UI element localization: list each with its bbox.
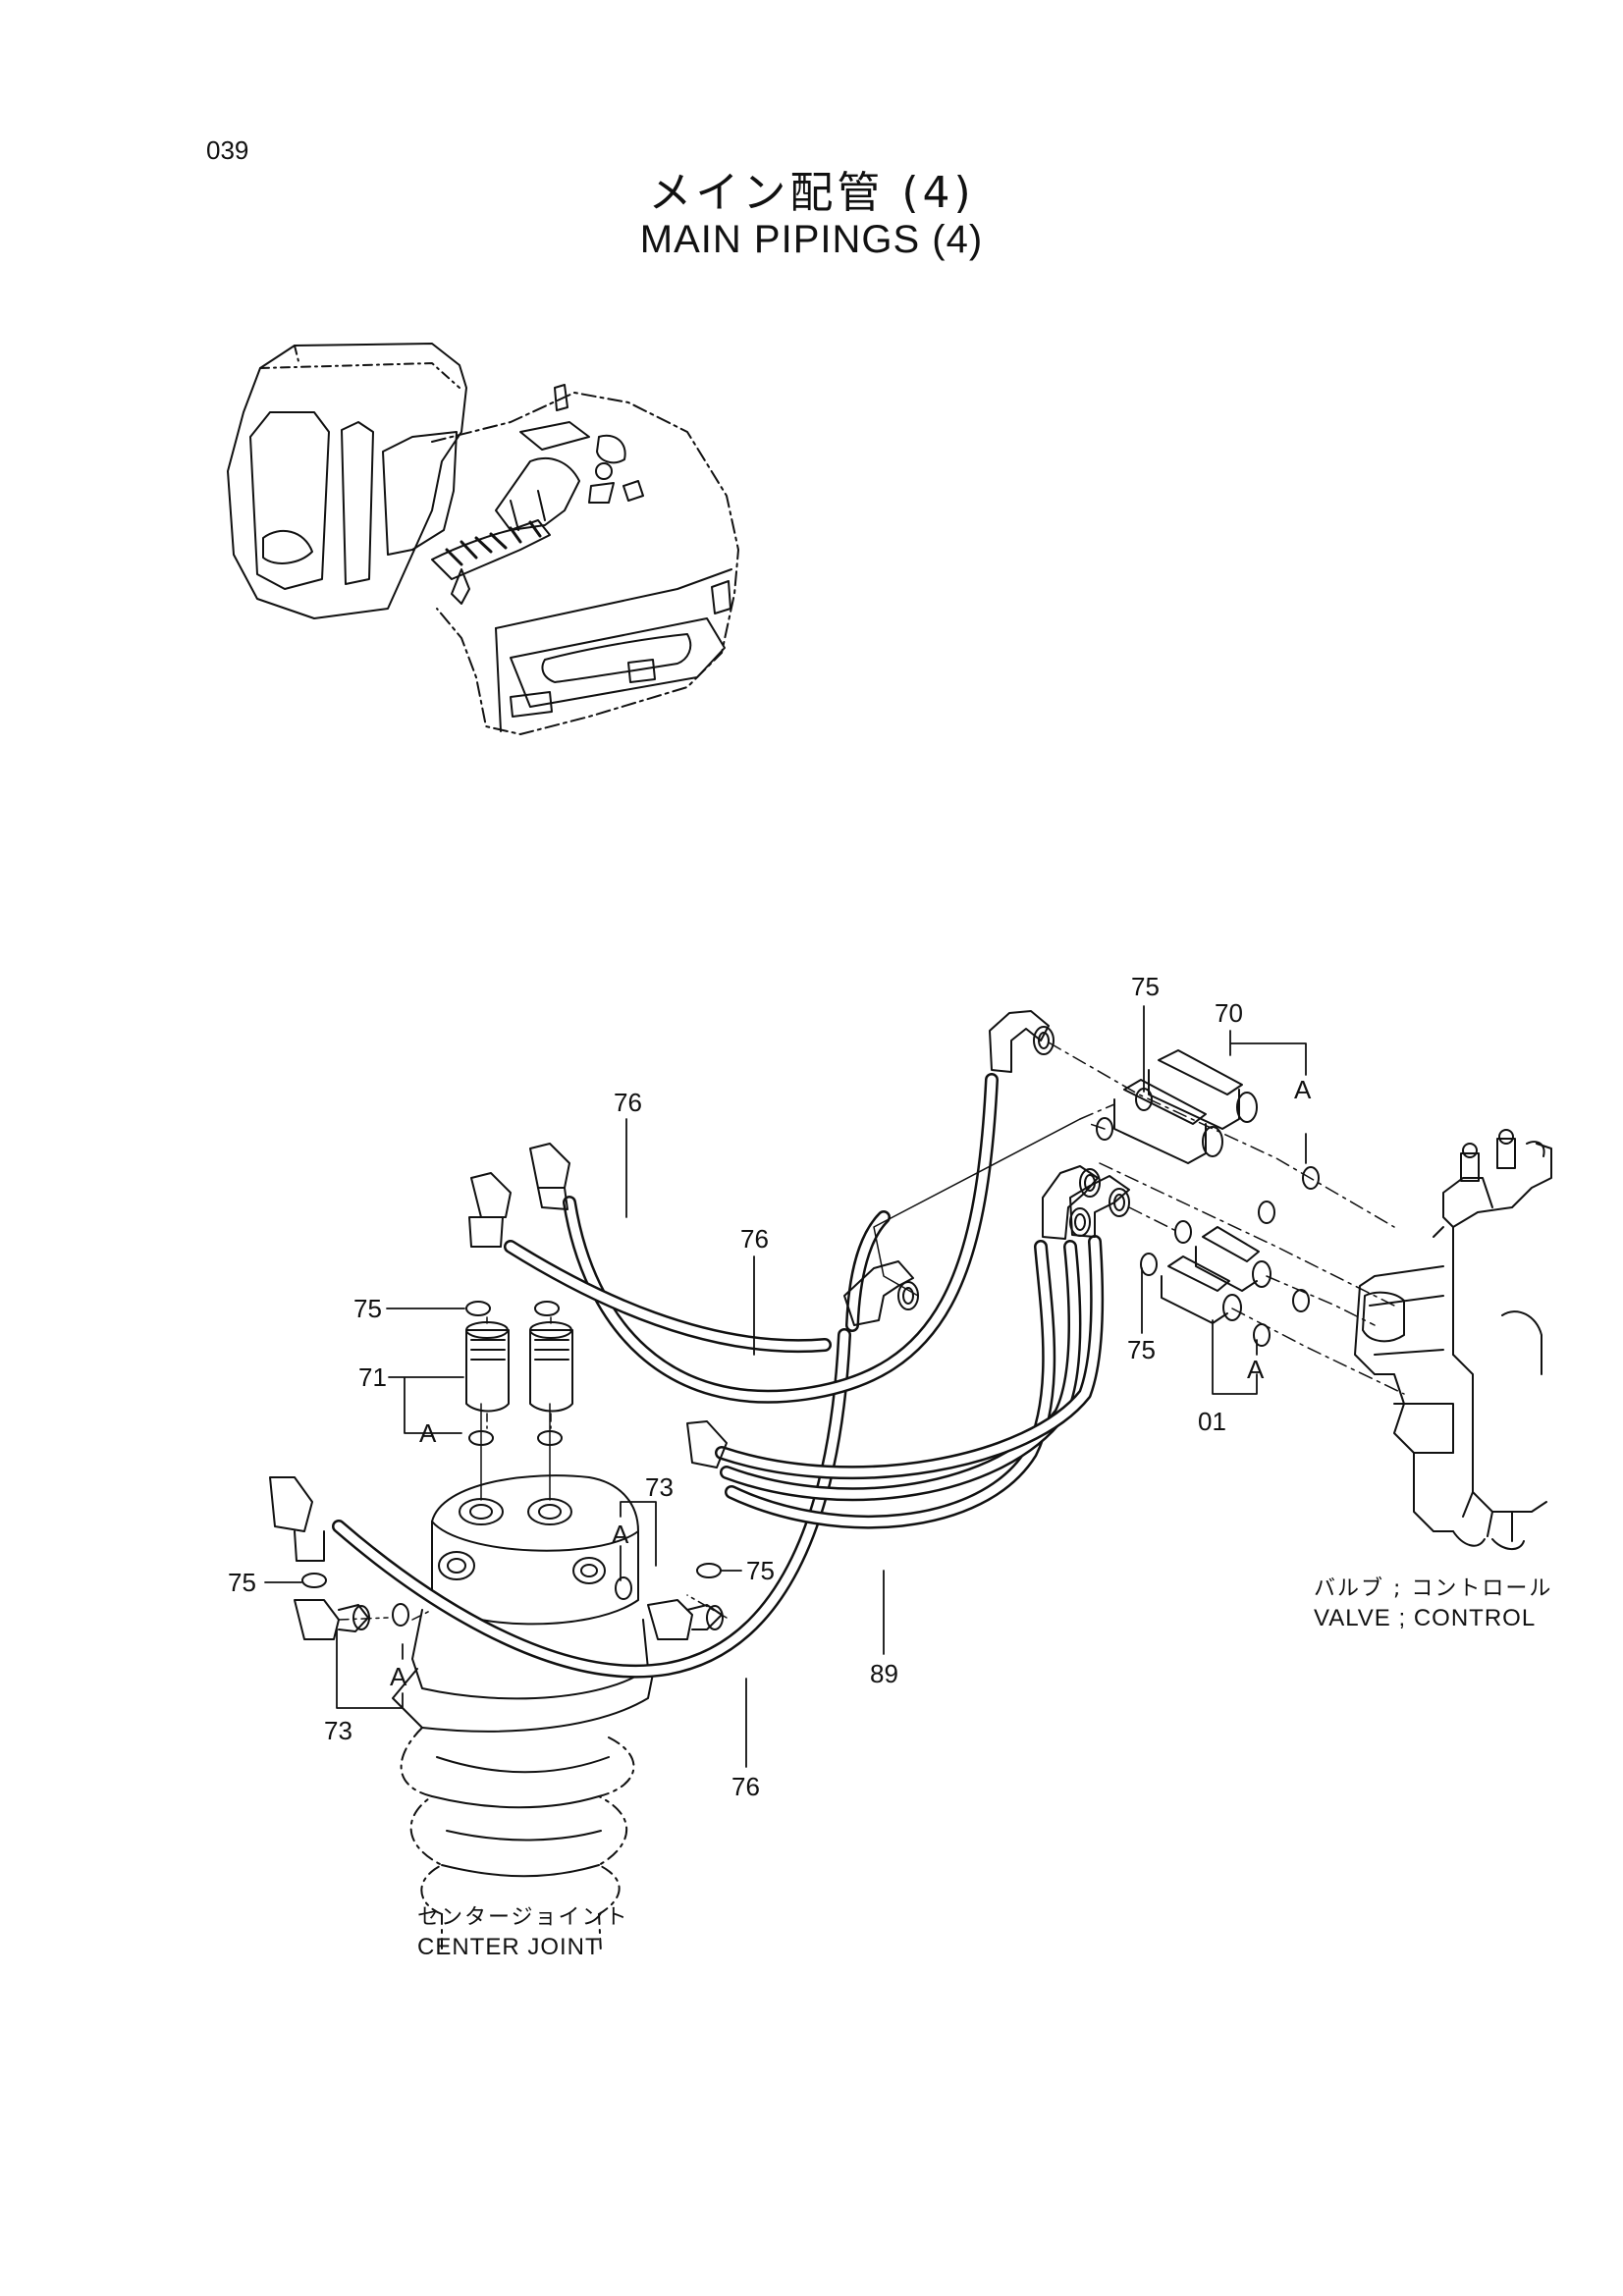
adapters-70-01 [1114,1050,1271,1323]
callout-76-upper: 76 [614,1088,642,1117]
page-title: MAIN PIPINGS (4) [639,218,984,261]
control-valve-illustration [1355,1130,1551,1549]
callout-71: 71 [358,1362,387,1392]
center-joint-caption: CENTER JOINT [417,1934,601,1960]
callout-75-top: 75 [1131,972,1160,1001]
page-number: 039 [206,135,249,165]
callout-leaders [265,1006,1306,1767]
callout-70: 70 [1215,998,1243,1028]
callout-01: 01 [1198,1407,1226,1436]
callout-89: 89 [870,1659,898,1688]
callout-76-mid: 76 [740,1224,769,1254]
excavator-overview-illustration [228,344,738,734]
callout-73-left: 73 [324,1716,352,1745]
adapters-71 [466,1322,572,1412]
callout-75-right-mid: 75 [1127,1335,1156,1364]
callout-75-left-upper: 75 [353,1294,382,1323]
page-title-japanese: メイン配管 (4) [648,168,975,218]
hoses [339,1080,1097,1672]
callout-73-center: 73 [645,1472,674,1502]
center-joint-illustration [393,1404,653,1953]
callout-75-center: 75 [746,1556,775,1585]
callout-a-center: A [612,1520,629,1549]
callout-a-right-lower: A [1247,1355,1265,1384]
valve-caption: VALVE ; CONTROL [1314,1605,1537,1631]
callout-75-left-lower: 75 [228,1568,256,1597]
valve-caption-japanese: バルブ ; コントロール [1314,1576,1553,1601]
leader-lines [339,1042,1404,1620]
callout-a-left: A [419,1418,437,1448]
callout-76-bottom: 76 [731,1772,760,1801]
callout-a-bottom-left: A [390,1662,407,1691]
callout-a-upper-right: A [1294,1075,1312,1104]
fittings [270,1011,1129,1639]
center-joint-caption-japanese: センタージョイント [417,1905,629,1930]
